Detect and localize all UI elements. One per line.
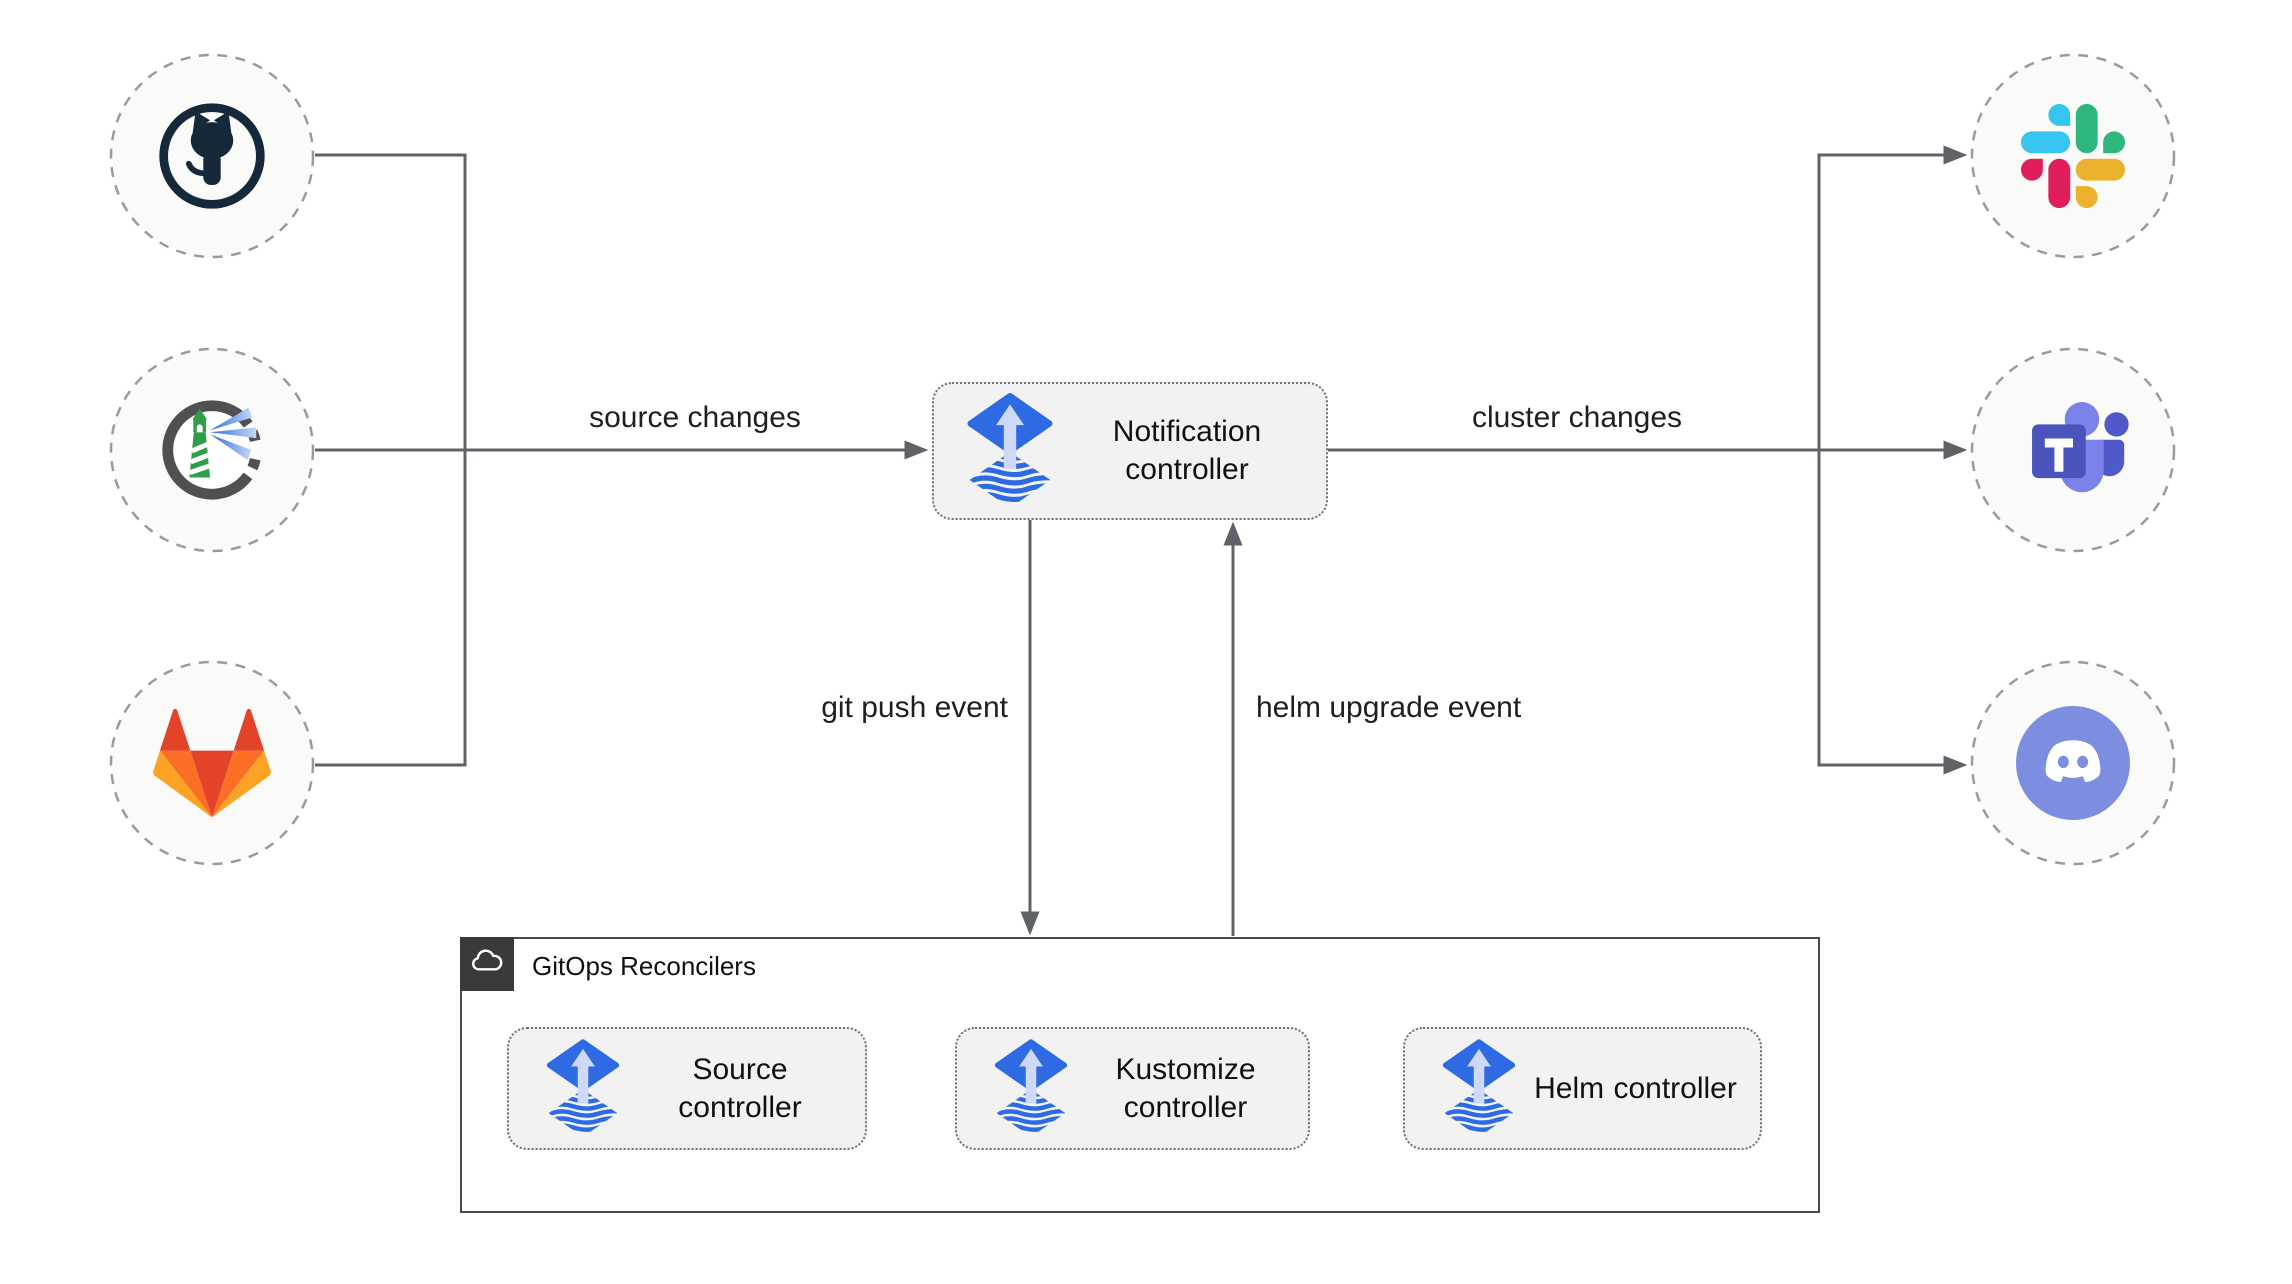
notification-controller-box: Notification controller [932, 382, 1328, 520]
helm-upgrade-event-label: helm upgrade event [1256, 691, 1522, 724]
flux-icon [539, 1039, 627, 1138]
kustomize-controller-label: Kustomize controller [1115, 1052, 1256, 1124]
notification-controller-label: Notification controller [1112, 415, 1262, 486]
flux-icon [987, 1039, 1075, 1138]
left-source-tree-line [315, 153, 467, 767]
source-changes-label: source changes [589, 401, 801, 434]
source-controller-label: Source controller [678, 1052, 802, 1124]
helm-controller-box: Helm controller [1403, 1027, 1762, 1150]
git-push-event-label: git push event [821, 691, 1008, 724]
flux-icon [1435, 1039, 1523, 1138]
github-icon [159, 103, 265, 209]
flux-icon [958, 393, 1062, 509]
helm-controller-label: Helm controller [1534, 1071, 1737, 1105]
discord-icon [2016, 706, 2130, 820]
gitlab-icon [153, 708, 271, 818]
discord-node [1968, 658, 2178, 868]
harbor-node [107, 345, 317, 555]
gitops-reconcilers-title: GitOps Reconcilers [532, 951, 756, 981]
cluster-changes-arrow-slack [1817, 145, 1968, 450]
kustomize-controller-box: Kustomize controller [955, 1027, 1310, 1150]
gitlab-node [107, 658, 317, 868]
harbor-lighthouse-icon [162, 400, 262, 500]
group-badge [460, 937, 514, 991]
teams-node [1968, 345, 2178, 555]
slack-node [1968, 51, 2178, 261]
slack-icon [2021, 104, 2125, 208]
cluster-changes-arrow-discord [1817, 450, 1968, 775]
dashed-circle [1970, 53, 2176, 259]
microsoft-teams-icon [2032, 402, 2129, 493]
cloud-icon [471, 949, 503, 971]
cluster-changes-label: cluster changes [1471, 401, 1683, 434]
source-controller-box: Source controller [507, 1027, 867, 1150]
github-node [107, 51, 317, 261]
